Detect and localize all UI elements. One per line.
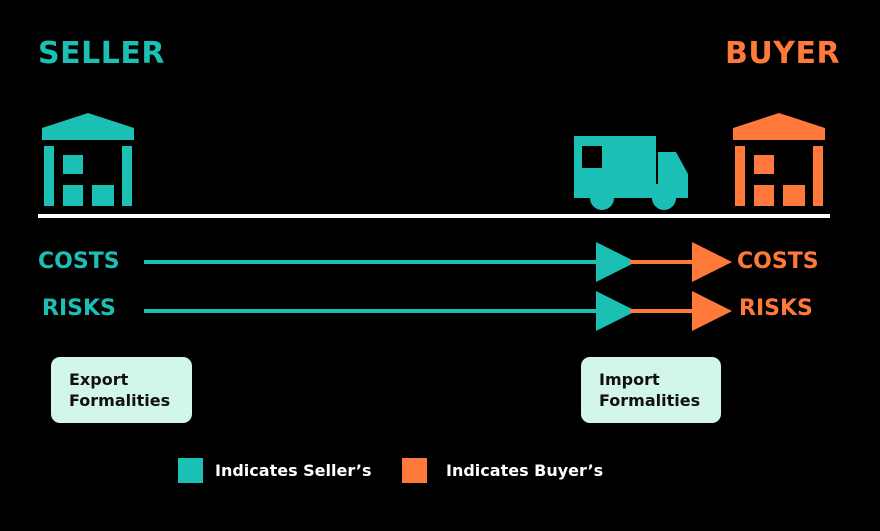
seller-warehouse-icon bbox=[42, 113, 134, 206]
import-formalities-line2: Formalities bbox=[599, 391, 701, 410]
export-formalities-line2: Formalities bbox=[69, 391, 171, 410]
seller-risks-label: RISKS bbox=[42, 296, 116, 321]
truck-icon bbox=[574, 136, 688, 210]
seller-title: SELLER bbox=[38, 36, 165, 71]
buyer-title: BUYER bbox=[725, 36, 841, 71]
seller-costs-label: COSTS bbox=[38, 249, 120, 274]
seller-legend-text: Indicates Seller’s bbox=[215, 461, 372, 480]
export-formalities-box: Export Formalities bbox=[51, 357, 192, 423]
buyer-legend-text: Indicates Buyer’s bbox=[446, 461, 604, 480]
buyer-costs-label: COSTS bbox=[737, 249, 819, 274]
buyer-legend-swatch bbox=[402, 458, 427, 483]
import-formalities-line1: Import bbox=[599, 370, 660, 389]
buyer-risks-label: RISKS bbox=[739, 296, 813, 321]
import-formalities-box: Import Formalities bbox=[581, 357, 721, 423]
buyer-warehouse-icon bbox=[733, 113, 825, 206]
seller-legend-swatch bbox=[178, 458, 203, 483]
export-formalities-line1: Export bbox=[69, 370, 129, 389]
